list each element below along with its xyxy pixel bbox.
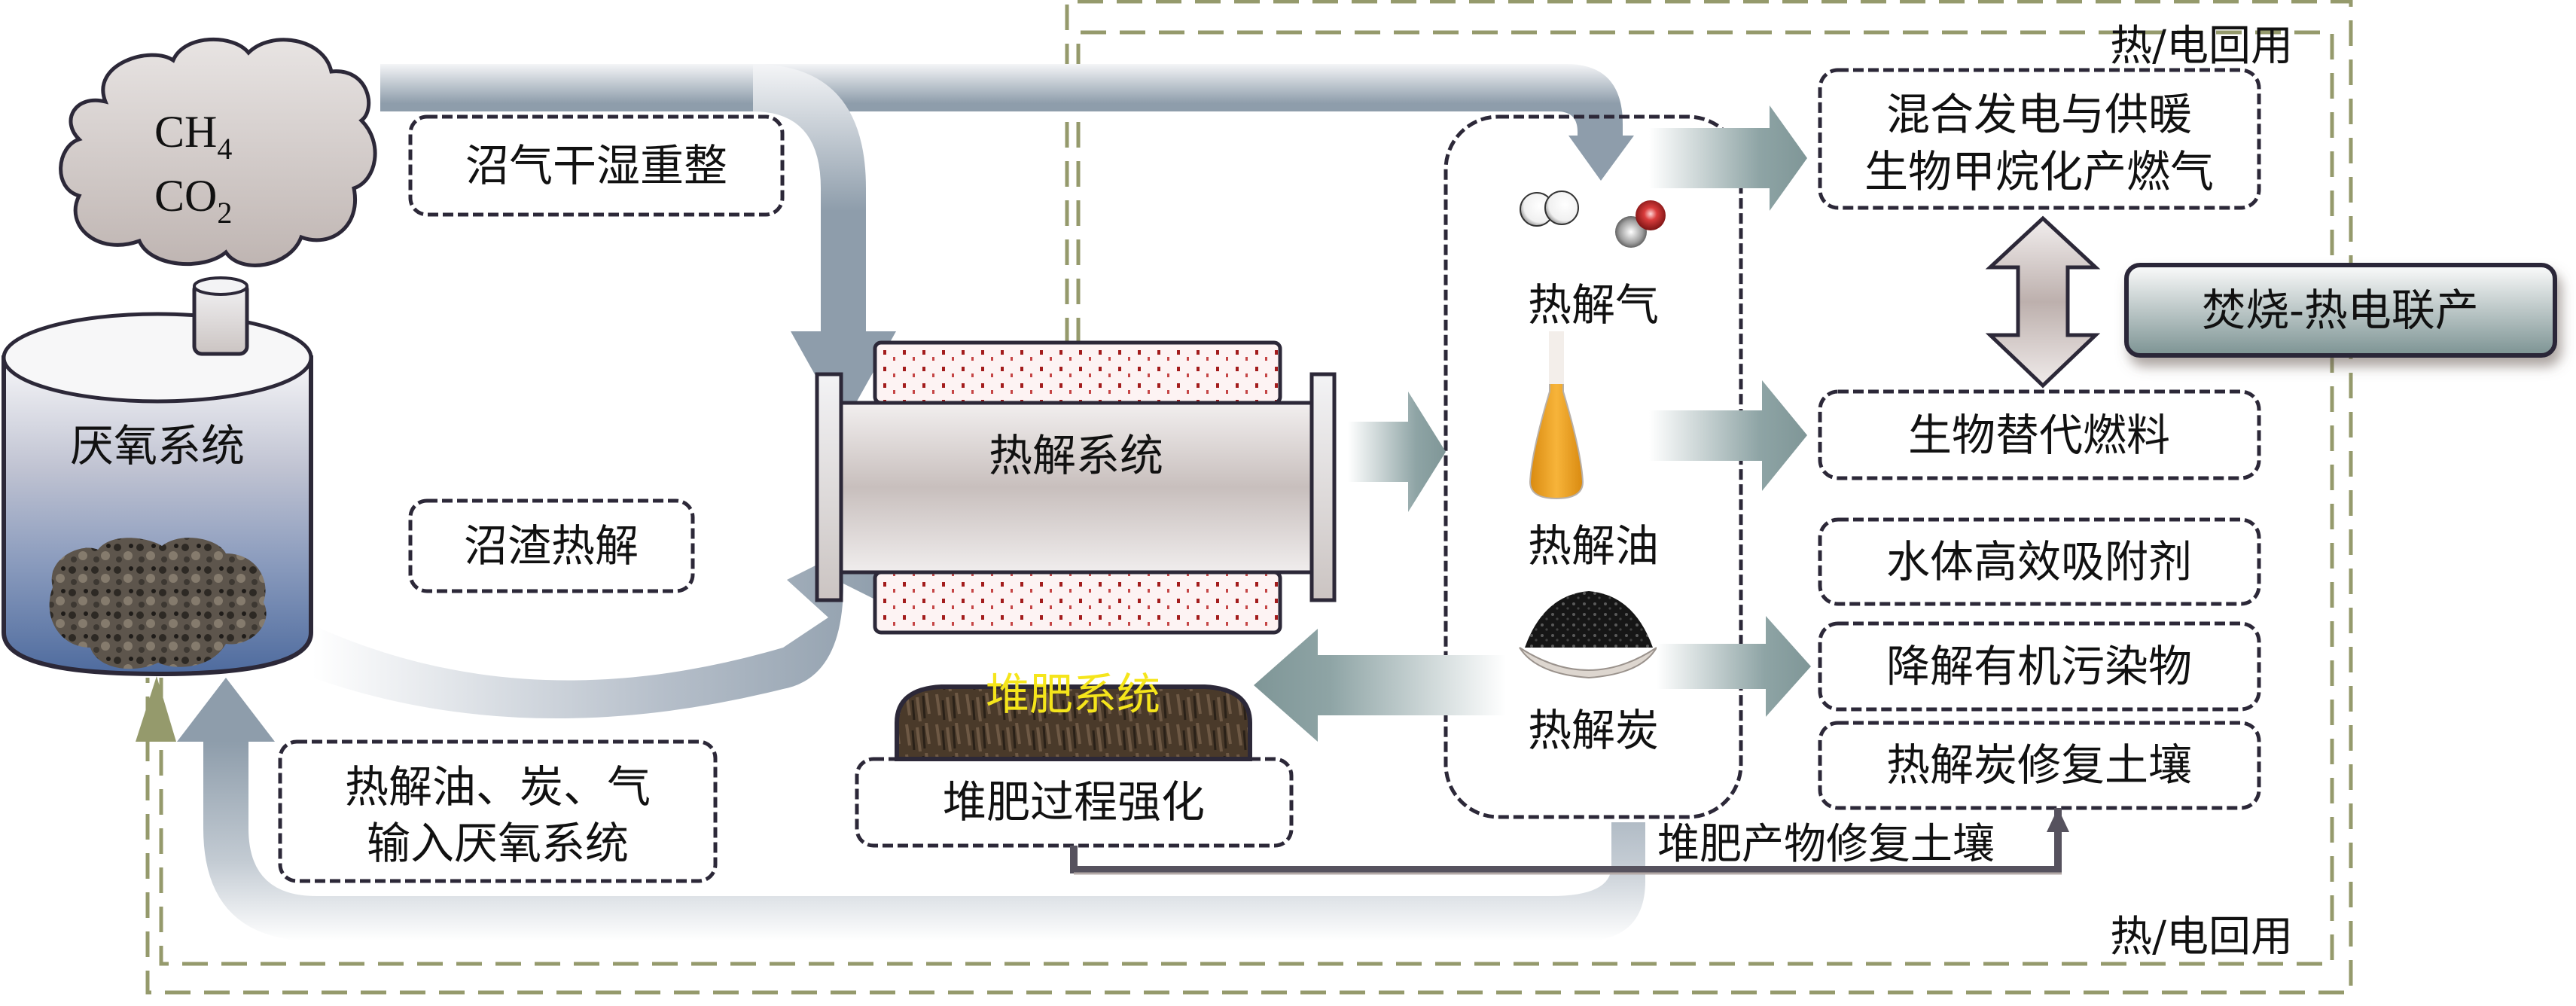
anaerobic-system-label: 厌氧系统 bbox=[70, 420, 245, 471]
cloud-co2: CO2 bbox=[154, 171, 232, 230]
app-biofuel-label: 生物替代燃料 bbox=[1908, 410, 2170, 461]
compost-soil-connector bbox=[1070, 808, 2069, 875]
energy-loop-outer bbox=[145, 0, 2353, 995]
energy-recycle-bottom-label: 热/电回用 bbox=[2110, 913, 2293, 962]
biogas-reforming-box bbox=[408, 114, 785, 217]
energy-recycle-top-label: 热/电回用 bbox=[2110, 22, 2293, 71]
feedback-label-line2: 输入厌氧系统 bbox=[367, 818, 629, 869]
products-container bbox=[1443, 114, 1743, 819]
digestate-flow-arrow bbox=[312, 527, 892, 719]
oil-to-biofuel-arrow bbox=[1649, 380, 1807, 491]
app-box-degrade bbox=[1818, 621, 2261, 712]
product-gas-label: 热解气 bbox=[1528, 279, 1659, 331]
app-box-adsorbent bbox=[1818, 517, 2261, 606]
app-box-char-soil bbox=[1818, 721, 2261, 810]
compost-pile: 堆肥系统 bbox=[895, 669, 1252, 761]
app-power-line1: 混合发电与供暖 bbox=[1886, 89, 2192, 140]
product-char-label: 热解炭 bbox=[1528, 705, 1659, 756]
app-box-power bbox=[1818, 68, 2261, 210]
compost-soil-label: 堆肥产物修复土壤 bbox=[1657, 820, 1995, 869]
sludge-icon bbox=[49, 538, 267, 669]
pyrolysis-reactor: 热解系统 bbox=[815, 340, 1337, 635]
cloud-ch4: CH4 bbox=[154, 107, 232, 166]
compost-enhance-label: 堆肥过程强化 bbox=[943, 776, 1205, 828]
digestate-pyrolysis-label: 沼渣热解 bbox=[464, 520, 639, 572]
digestate-pyrolysis-box bbox=[408, 498, 695, 593]
product-oil: 热解油 bbox=[1528, 331, 1659, 572]
compost-system-label: 堆肥系统 bbox=[986, 669, 1160, 720]
product-oil-label: 热解油 bbox=[1528, 520, 1659, 572]
power-chp-double-arrow bbox=[1985, 215, 2101, 389]
char-to-compost-arrow bbox=[1254, 629, 1506, 742]
biogas-reforming-label: 沼气干湿重整 bbox=[465, 140, 727, 191]
pyrolysis-system-label: 热解系统 bbox=[989, 430, 1163, 481]
energy-arrow-to-anaerobic bbox=[136, 676, 176, 742]
product-gas: 热解气 bbox=[1520, 191, 1666, 331]
biogas-cloud: CH4 CO2 bbox=[59, 37, 377, 267]
app-power-line2: 生物甲烷化产燃气 bbox=[1864, 146, 2214, 197]
app-box-biofuel bbox=[1818, 389, 2261, 480]
app-char-soil-label: 热解炭修复土壤 bbox=[1886, 739, 2192, 791]
gas-to-power-arrow bbox=[1649, 105, 1807, 211]
oil-flask-icon bbox=[1529, 332, 1584, 500]
product-char: 热解炭 bbox=[1519, 591, 1659, 756]
char-bowl-icon bbox=[1525, 591, 1653, 648]
app-degrade-label: 降解有机污染物 bbox=[1886, 641, 2192, 692]
biogas-flow-arrow bbox=[380, 64, 1634, 425]
anaerobic-tank: 厌氧系统 bbox=[1, 276, 313, 677]
feedback-label-line1: 热解油、炭、气 bbox=[345, 761, 651, 812]
char-to-degrade-arrow bbox=[1657, 616, 1811, 717]
feedback-flow-arrow bbox=[177, 678, 1645, 941]
feedback-box bbox=[278, 739, 718, 883]
chp-box bbox=[2124, 263, 2557, 358]
app-adsorbent-label: 水体高效吸附剂 bbox=[1886, 536, 2192, 587]
pyrolysis-to-products-arrow bbox=[1348, 392, 1446, 512]
chp-label: 焚烧-热电联产 bbox=[2202, 285, 2479, 336]
